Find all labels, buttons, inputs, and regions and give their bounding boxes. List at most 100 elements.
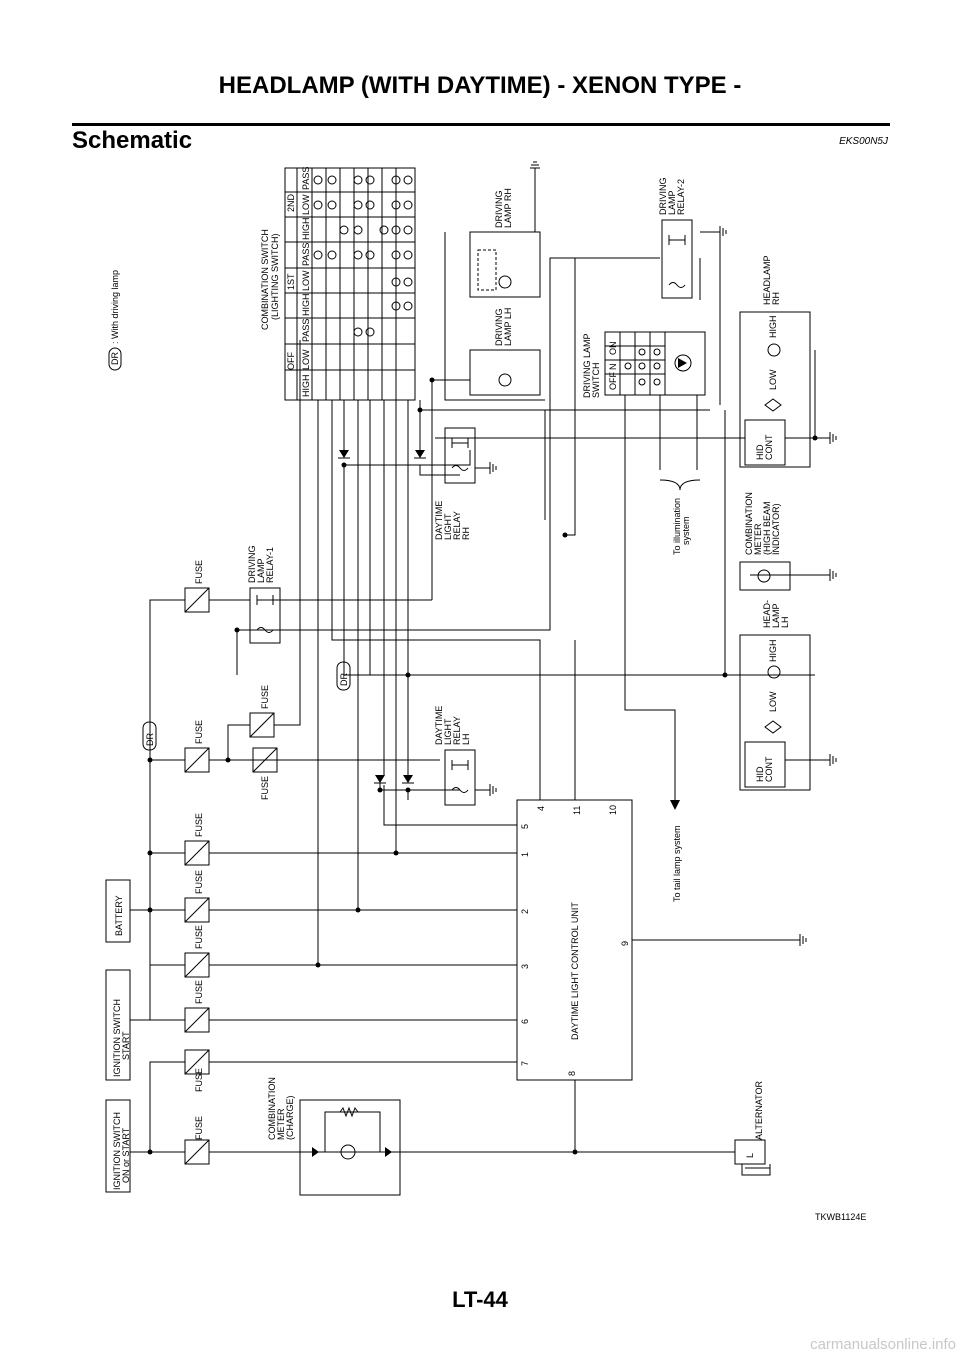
dtr-rh-4: RH xyxy=(461,527,471,540)
sw-low: LOW xyxy=(301,270,311,291)
dl-rh-1: DRIVING xyxy=(494,190,504,228)
hid-lh-2: CONT xyxy=(764,756,774,782)
fuse-icon xyxy=(184,952,210,978)
dlr1-2: LAMP xyxy=(256,558,266,583)
fuse-label: FUSE xyxy=(260,685,270,709)
page-title: HEADLAMP (WITH DAYTIME) - XENON TYPE - xyxy=(218,72,742,99)
meter-charge-label-2: METER xyxy=(276,1108,286,1140)
fuse-label: FUSE xyxy=(194,870,204,894)
meter-hb-box xyxy=(739,561,791,591)
dtr-lh-4: LH xyxy=(461,733,471,745)
pin-4: 4 xyxy=(536,806,546,811)
alternator-terminal: L xyxy=(745,1153,755,1158)
hl-lh-low: LOW xyxy=(768,691,778,712)
alternator xyxy=(734,1139,771,1176)
dl-sw-off: OFF xyxy=(608,372,618,390)
battery-label: BATTERY xyxy=(114,895,124,936)
ign-on-label-2: ON or START xyxy=(121,1127,131,1183)
fuse-label: FUSE xyxy=(194,980,204,1004)
pin-7: 7 xyxy=(520,1061,530,1066)
lamp-icon xyxy=(767,665,781,679)
arrow-icon xyxy=(670,800,680,810)
lamp-icon xyxy=(498,373,512,387)
diodes xyxy=(338,450,426,784)
pin-9: 9 xyxy=(620,941,630,946)
comb-sw-label-2: (LIGHTING SWITCH) xyxy=(270,234,280,321)
dlr2-2: LAMP xyxy=(667,190,677,215)
figure-code: TKWB1124E xyxy=(815,1212,867,1222)
meter-hb-2: METER xyxy=(753,523,763,555)
lamp-icon xyxy=(498,275,512,289)
wires: FUSE FUSE FUSE FUSE FUSE FUSE FUSE FUSE … xyxy=(130,180,830,1165)
switch-contacts xyxy=(313,175,413,337)
dr-marker-text: DR xyxy=(145,733,155,746)
driving-lamp-lh-box xyxy=(469,349,541,396)
driving-relay-2 xyxy=(661,219,693,299)
battery-box xyxy=(105,879,131,943)
hl-lh-high: HIGH xyxy=(768,640,778,663)
dtr-lh-1: DAYTIME xyxy=(434,706,444,745)
driving-lamp-rh-box xyxy=(469,231,541,298)
dtr-lh-3: RELAY xyxy=(452,716,462,745)
illum-label-2: system xyxy=(681,516,691,545)
dtr-rh-3: RELAY xyxy=(452,511,462,540)
pin-5: 5 xyxy=(520,824,530,829)
watermark: carmanualsonline.info xyxy=(810,1336,956,1353)
dl-rh-2: LAMP RH xyxy=(503,188,513,228)
dtr-rh-1: DAYTIME xyxy=(434,501,444,540)
title-rule xyxy=(72,123,890,126)
fuse-icon xyxy=(184,840,210,866)
headlamp-lh-box xyxy=(739,634,811,791)
lamp-icon xyxy=(767,343,781,357)
diode-icon xyxy=(403,775,413,783)
sw-2nd: 2ND xyxy=(286,193,296,212)
hid-rh-1: HID xyxy=(755,444,765,460)
dl-sw-n: N xyxy=(608,364,618,371)
dlcu-label: DAYTIME LIGHT CONTROL UNIT xyxy=(570,902,580,1040)
lamp-icon xyxy=(757,569,771,583)
lamp-icon xyxy=(340,1144,356,1160)
daytime-relay-rh xyxy=(444,427,490,484)
doc-code: EKS00N5J xyxy=(839,136,888,147)
pin-3: 3 xyxy=(520,964,530,969)
hid-rh-2: CONT xyxy=(764,434,774,460)
pin-11: 11 xyxy=(572,806,582,815)
indicator-icon xyxy=(674,354,692,372)
dlr2-1: DRIVING xyxy=(658,177,668,215)
pin-2: 2 xyxy=(520,909,530,914)
fuse-icon xyxy=(184,747,210,773)
combination-switch xyxy=(284,167,416,401)
hid-lh-1: HID xyxy=(755,766,765,782)
alternator-label: ALTERNATOR xyxy=(754,1080,764,1140)
dl-lh-1: DRIVING xyxy=(494,308,504,346)
dlr1-1: DRIVING xyxy=(247,545,257,583)
fuse-label: FUSE xyxy=(194,925,204,949)
fuse-row xyxy=(184,587,278,1165)
sw-pass: PASS xyxy=(301,167,311,190)
hl-rh-low: LOW xyxy=(768,369,778,390)
pin-8: 8 xyxy=(567,1071,577,1076)
ign-switch-start-box xyxy=(105,969,131,1081)
brace xyxy=(659,479,701,491)
diode-icon xyxy=(375,775,385,783)
page-number: LT-44 xyxy=(452,1287,508,1312)
sw-pass: PASS xyxy=(301,243,311,266)
diode-icon xyxy=(415,450,425,458)
hid-cont-lh xyxy=(744,741,786,788)
fuse-icon xyxy=(184,1139,210,1165)
meter-charge-label-1: COMBINATION xyxy=(267,1077,277,1140)
meter-charge xyxy=(299,1099,401,1196)
fuse-label: FUSE xyxy=(194,720,204,744)
section-heading: Schematic xyxy=(72,127,193,154)
sw-off: OFF xyxy=(286,352,296,370)
ign-start-label-2: START xyxy=(121,1031,131,1060)
dlr2-3: RELAY-2 xyxy=(676,179,686,215)
legend-dr-symbol xyxy=(108,347,122,371)
fuse-label: FUSE xyxy=(194,560,204,584)
dr-marker-text: DR xyxy=(339,673,349,686)
sw-high: HIGH xyxy=(301,218,311,241)
fuse-icon xyxy=(184,897,210,923)
ign-switch-on-box xyxy=(105,1099,131,1193)
driving-lamp-switch xyxy=(604,331,706,396)
